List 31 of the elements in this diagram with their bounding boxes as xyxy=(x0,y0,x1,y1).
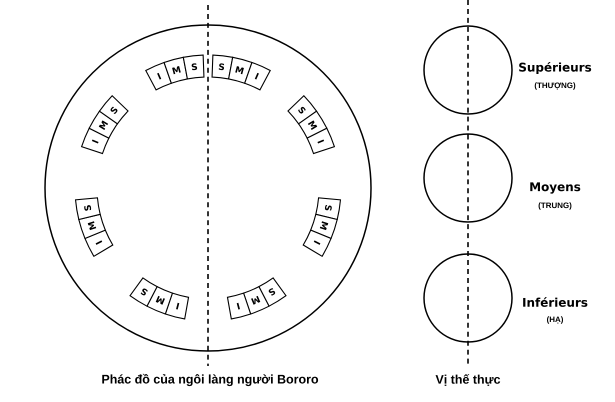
level-label: Supérieurs xyxy=(519,62,592,74)
position-circle xyxy=(423,253,513,343)
hut: S M I xyxy=(302,197,342,257)
node-label: I xyxy=(317,140,324,144)
node-label: I xyxy=(176,302,180,310)
node-label: S xyxy=(218,63,224,70)
hut: I M S xyxy=(145,54,204,90)
hut: I M S xyxy=(81,95,129,154)
node-label: M xyxy=(156,296,165,305)
position-circle xyxy=(423,25,513,115)
caption: Vị thế thực xyxy=(436,374,500,386)
hut: S M I xyxy=(212,54,271,90)
position-circle xyxy=(423,133,513,223)
node-label: S xyxy=(192,63,198,70)
hut: I M S xyxy=(74,197,114,257)
node-label: M xyxy=(320,221,328,230)
node-label: M xyxy=(88,221,96,230)
node-label: M xyxy=(172,66,181,74)
node-label: I xyxy=(236,302,240,310)
node-label: I xyxy=(92,139,99,144)
level-label: Inférieurs xyxy=(523,297,588,307)
level-label: Moyens xyxy=(530,182,580,194)
village-circle xyxy=(44,24,372,352)
caption: Phác đồ của ngôi làng người Bororo xyxy=(102,374,318,386)
node-label: S xyxy=(84,205,92,211)
hut: I M S xyxy=(129,277,190,320)
node-label: M xyxy=(251,296,260,305)
node-label: S xyxy=(324,204,332,211)
node-label: M xyxy=(235,66,244,74)
hut: S M I xyxy=(226,277,287,320)
hut: S M I xyxy=(287,95,335,154)
